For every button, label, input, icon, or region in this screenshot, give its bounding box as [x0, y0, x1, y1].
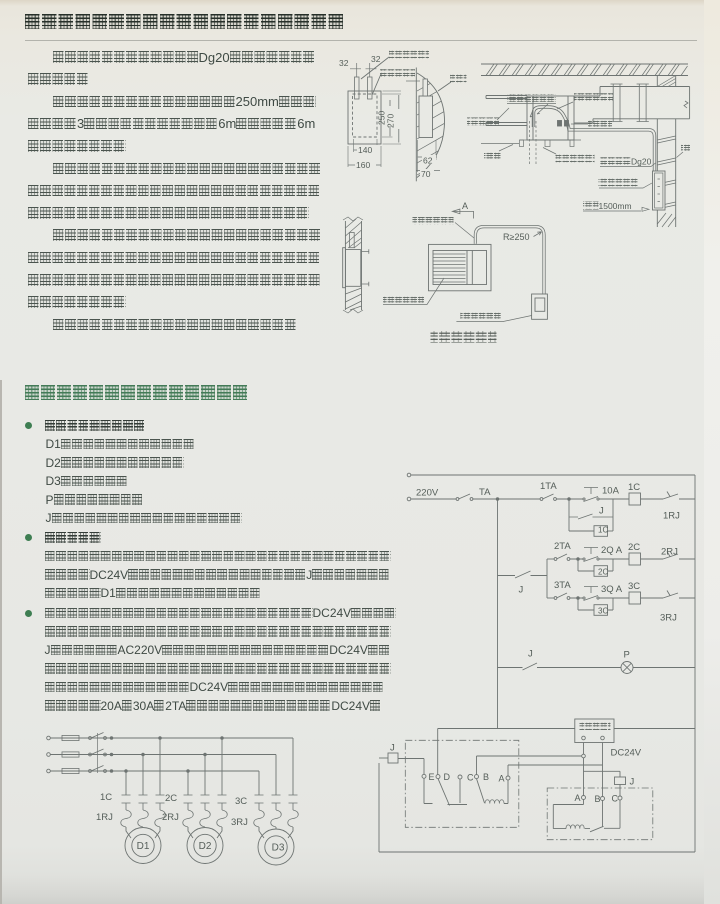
svg-text:J: J	[630, 777, 635, 788]
svg-text:32: 32	[371, 54, 381, 64]
svg-text:2C: 2C	[598, 568, 608, 577]
svg-text:32: 32	[339, 58, 349, 68]
svg-text:DC24V: DC24V	[611, 748, 642, 759]
svg-text:E: E	[429, 772, 435, 782]
svg-text:270: 270	[386, 114, 396, 128]
svg-text:3C: 3C	[235, 796, 247, 807]
svg-text:1C: 1C	[628, 482, 640, 493]
svg-text:2Q A: 2Q A	[601, 545, 623, 556]
svg-text:J: J	[599, 506, 604, 517]
svg-text:70: 70	[421, 169, 431, 179]
svg-text:3TA: 3TA	[554, 580, 571, 591]
svg-text:3Q A: 3Q A	[601, 584, 623, 595]
svg-text:1C: 1C	[598, 526, 608, 535]
svg-text:1RJ: 1RJ	[96, 812, 113, 823]
svg-text:160: 160	[356, 160, 370, 170]
svg-text:140: 140	[358, 145, 372, 155]
svg-text:3RJ: 3RJ	[231, 817, 248, 828]
svg-text:2C: 2C	[628, 542, 640, 553]
svg-text:2RJ: 2RJ	[162, 812, 179, 823]
svg-text:1TA: 1TA	[540, 481, 557, 492]
svg-text:A: A	[462, 201, 468, 211]
svg-text:P: P	[624, 650, 630, 661]
svg-text:3C: 3C	[628, 581, 640, 592]
svg-text:B: B	[483, 772, 489, 782]
svg-text:2TA: 2TA	[554, 541, 571, 552]
svg-text:J: J	[390, 743, 395, 754]
svg-text:2C: 2C	[165, 793, 177, 804]
svg-text:D3: D3	[272, 843, 285, 854]
svg-text:1RJ: 1RJ	[663, 511, 680, 522]
svg-text:J: J	[519, 585, 524, 596]
svg-text:D2: D2	[199, 841, 212, 852]
svg-text:R≥250: R≥250	[503, 232, 529, 242]
svg-text:J: J	[528, 649, 533, 660]
svg-text:1C: 1C	[100, 792, 112, 803]
svg-text:TA: TA	[479, 487, 491, 498]
svg-text:B: B	[595, 794, 601, 804]
svg-text:250: 250	[377, 111, 387, 125]
svg-text:D: D	[444, 772, 451, 782]
svg-text:62: 62	[423, 156, 433, 166]
svg-text:2RJ: 2RJ	[661, 547, 678, 558]
svg-text:A: A	[499, 774, 505, 784]
svg-text:1500mm: 1500mm	[599, 201, 632, 211]
svg-text:C: C	[612, 794, 619, 804]
svg-text:10A: 10A	[602, 486, 620, 497]
svg-text:220V: 220V	[416, 488, 439, 499]
svg-text:3C: 3C	[598, 607, 608, 616]
svg-text:D1: D1	[137, 841, 150, 852]
svg-text:A: A	[575, 793, 581, 803]
svg-text:Dg20: Dg20	[631, 157, 652, 167]
svg-text:C: C	[467, 773, 474, 783]
svg-text:3RJ: 3RJ	[660, 613, 677, 624]
